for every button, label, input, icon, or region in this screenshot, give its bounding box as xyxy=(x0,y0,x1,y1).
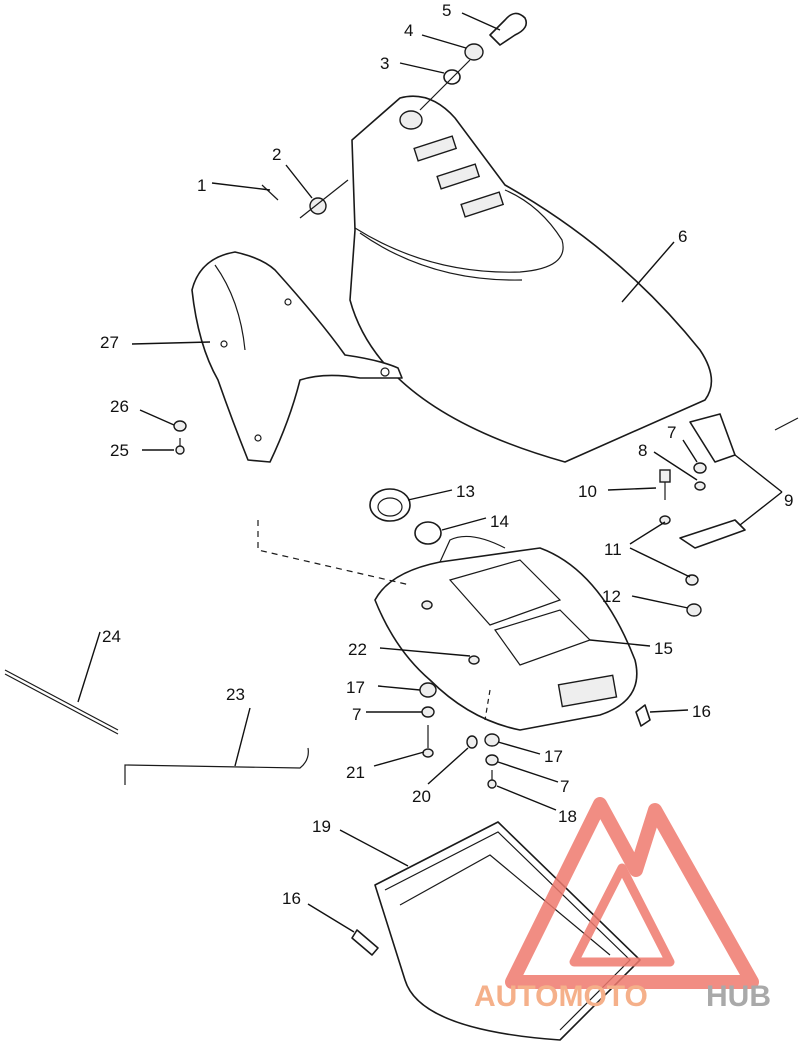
callout-27: 27 xyxy=(100,333,119,352)
callout-14: 14 xyxy=(490,512,509,531)
callout-3: 3 xyxy=(380,54,389,73)
fender-screw xyxy=(173,420,187,455)
vent-tube-lower xyxy=(351,929,379,956)
callout-16-upper: 16 xyxy=(692,702,711,721)
callout-17-right: 17 xyxy=(544,747,563,766)
callout-17-left: 17 xyxy=(346,678,365,697)
vent-tube-upper xyxy=(635,704,651,727)
pin-and-washer xyxy=(261,179,349,219)
watermark-text-secondary: HUB xyxy=(706,980,771,1013)
callout-21: 21 xyxy=(346,763,365,782)
watermark-text-primary: AUTOMOTO xyxy=(474,980,648,1013)
seat xyxy=(349,95,713,463)
rod xyxy=(124,747,309,785)
fuel-cap xyxy=(419,12,528,111)
cable xyxy=(4,669,119,735)
callout-11: 11 xyxy=(604,540,622,559)
watermark-logo xyxy=(505,797,759,989)
callout-8: 8 xyxy=(638,441,647,460)
callout-labels: 1 2 3 4 5 6 7 8 9 10 11 12 13 14 15 16 2… xyxy=(100,1,793,908)
callout-12: 12 xyxy=(602,587,621,606)
callout-15: 15 xyxy=(654,639,673,658)
callout-9: 9 xyxy=(784,491,793,510)
tank-bracket xyxy=(659,413,799,617)
watermark-inner-triangle-icon xyxy=(569,863,675,967)
callout-6: 6 xyxy=(678,227,687,246)
callout-19: 19 xyxy=(312,817,331,836)
tank-mount-hardware xyxy=(419,655,500,789)
callout-1: 1 xyxy=(197,176,206,195)
callout-20: 20 xyxy=(412,787,431,806)
callout-7-upper: 7 xyxy=(667,423,676,442)
callout-16-lower: 16 xyxy=(282,889,301,908)
guide-lines xyxy=(257,520,491,721)
callout-10: 10 xyxy=(578,482,597,501)
callout-24: 24 xyxy=(102,627,121,646)
callout-18: 18 xyxy=(558,807,577,826)
callout-23: 23 xyxy=(226,685,245,704)
callout-13: 13 xyxy=(456,482,475,501)
callout-2: 2 xyxy=(272,145,281,164)
filler-neck xyxy=(369,488,442,545)
callout-26: 26 xyxy=(110,397,129,416)
rear-fender xyxy=(191,251,403,463)
callout-7-left: 7 xyxy=(352,705,361,724)
watermark-triangle-icon xyxy=(505,797,759,989)
callout-22: 22 xyxy=(348,640,367,659)
callout-4: 4 xyxy=(404,21,413,40)
leader-lines xyxy=(77,12,783,933)
callout-25: 25 xyxy=(110,441,129,460)
callout-5: 5 xyxy=(442,1,451,20)
fuel-tank xyxy=(374,535,638,731)
callout-7-right: 7 xyxy=(560,777,569,796)
